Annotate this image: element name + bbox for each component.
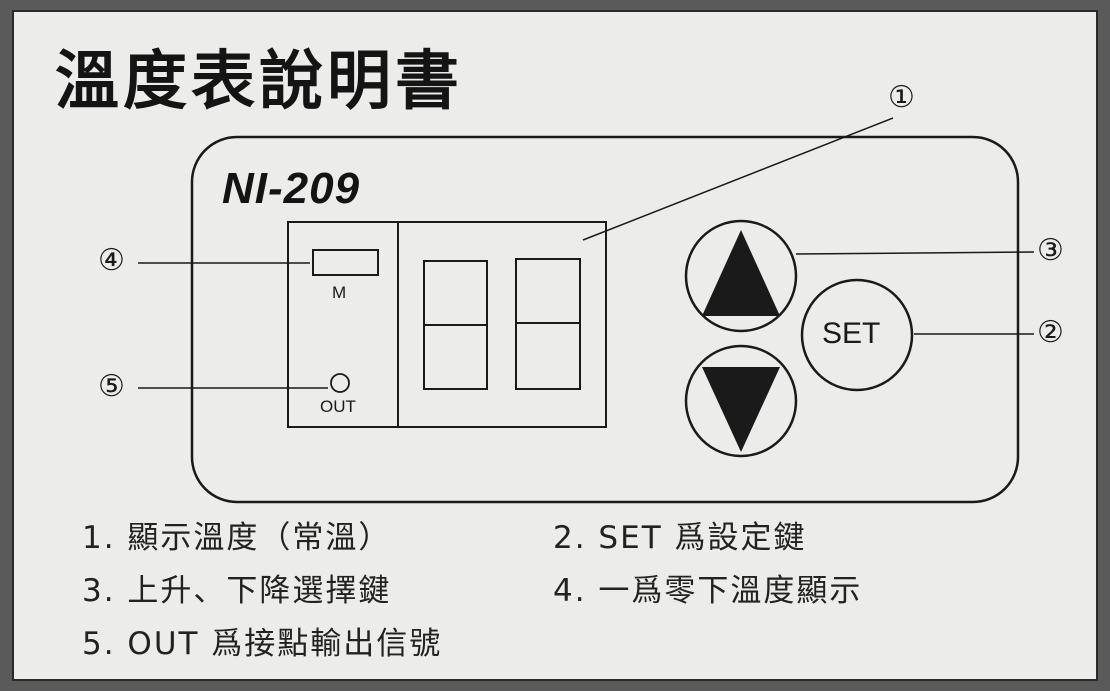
device-body (190, 135, 1020, 504)
legend-item-4: 4. 一爲零下溫度顯示 (553, 573, 863, 609)
leader-line-3 (795, 251, 1035, 255)
callout-3: ③ (1037, 233, 1064, 268)
legend-item-3: 3. 上升、下降選擇鍵 (82, 573, 392, 609)
display-window (397, 221, 607, 428)
down-arrow-icon (702, 367, 780, 452)
page-title: 溫度表說明書 (55, 45, 463, 119)
up-arrow-icon (702, 230, 780, 316)
callout-1: ① (888, 80, 915, 115)
down-button (684, 344, 798, 458)
m-indicator (312, 249, 379, 276)
out-indicator-label: OUT (320, 397, 356, 416)
set-button-label: SET (822, 317, 881, 350)
up-button (684, 219, 798, 333)
m-indicator-label: M (332, 283, 347, 302)
legend-item-5: 5. OUT 爲接點輸出信號 (82, 626, 443, 662)
callout-4: ④ (98, 243, 125, 278)
set-button (800, 278, 914, 392)
legend-item-1: 1. 顯示溫度（常溫） (82, 520, 392, 556)
callout-5: ⑤ (98, 369, 125, 404)
legend-item-2: 2. SET 爲設定鍵 (553, 520, 807, 556)
callout-2: ② (1037, 315, 1064, 350)
model-number: NI-209 (222, 164, 361, 213)
out-led (330, 373, 350, 393)
leader-line-1 (582, 117, 894, 241)
